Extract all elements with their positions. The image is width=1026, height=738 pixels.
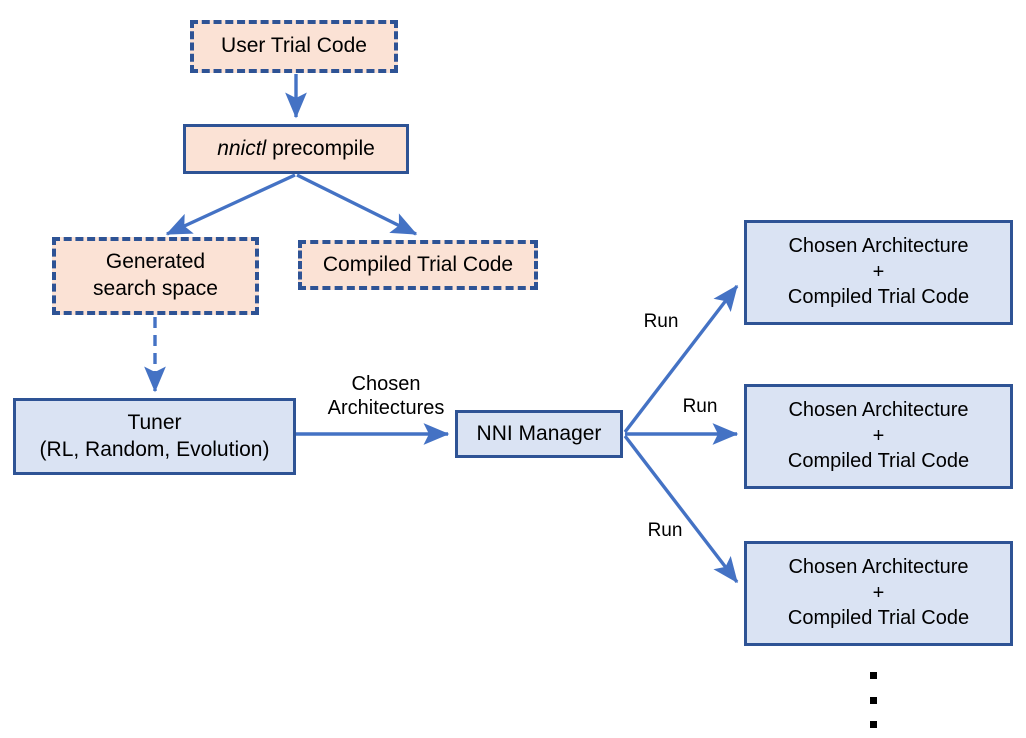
node-trial-worker-2[interactable]: Chosen Architecture + Compiled Trial Cod… — [744, 384, 1013, 489]
node-trial-worker-1-label: Chosen Architecture + Compiled Trial Cod… — [787, 235, 970, 309]
node-generated-search-space[interactable]: Generated search space — [52, 237, 259, 315]
ellipsis-dot — [869, 696, 877, 704]
ellipsis-dot — [869, 721, 877, 728]
node-nnictl-command: precompile — [266, 136, 375, 160]
node-trial-worker-1[interactable]: Chosen Architecture + Compiled Trial Cod… — [744, 220, 1013, 325]
edge-nnictl-to-compiled-code — [296, 173, 418, 236]
edge-nnictl-to-search-space — [165, 173, 296, 236]
node-trial-worker-3[interactable]: Chosen Architecture + Compiled Trial Cod… — [744, 541, 1013, 646]
ellipsis-dot — [869, 672, 877, 679]
node-tuner-label: Tuner (RL, Random, Evolution) — [39, 410, 270, 461]
edge-label-run-top: Run — [643, 311, 679, 332]
node-user-trial-code-label: User Trial Code — [221, 34, 367, 58]
node-tuner[interactable]: Tuner (RL, Random, Evolution) — [13, 398, 296, 475]
node-trial-worker-2-label: Chosen Architecture + Compiled Trial Cod… — [787, 399, 970, 473]
node-nnictl-precompile-label: nnictl precompile — [186, 136, 406, 163]
node-trial-worker-3-label: Chosen Architecture + Compiled Trial Cod… — [787, 556, 970, 630]
edge-label-chosen-architectures: Chosen Architectures — [327, 373, 445, 419]
node-compiled-trial-code[interactable]: Compiled Trial Code — [298, 240, 538, 290]
node-nnictl-keyword: nnictl — [217, 136, 267, 160]
node-compiled-trial-code-label: Compiled Trial Code — [322, 252, 514, 276]
edge-nni-manager-to-worker-3 — [623, 434, 739, 584]
edge-label-run-bottom: Run — [647, 520, 683, 541]
vertical-ellipsis-icon — [869, 672, 877, 728]
node-generated-search-space-label: Generated search space — [93, 250, 218, 300]
node-nni-manager[interactable]: NNI Manager — [455, 410, 623, 458]
node-user-trial-code[interactable]: User Trial Code — [190, 20, 398, 73]
edge-label-run-middle: Run — [682, 396, 718, 417]
node-nnictl-precompile[interactable]: nnictl precompile — [183, 124, 409, 174]
node-nni-manager-label: NNI Manager — [476, 421, 602, 445]
